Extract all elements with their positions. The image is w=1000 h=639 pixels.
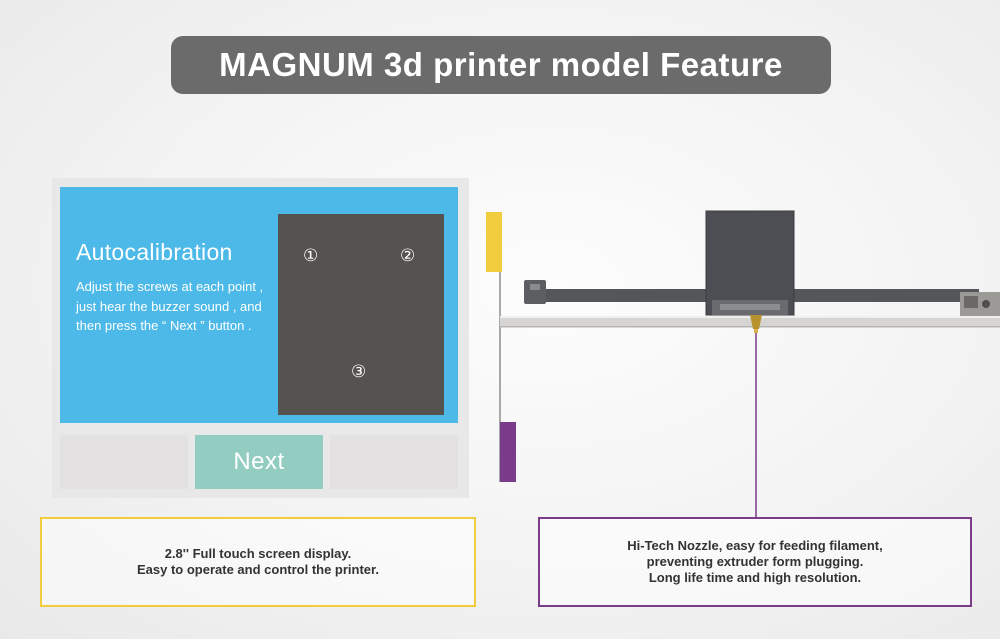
- calibration-point-2: ②: [400, 246, 416, 265]
- printer-illustration: [486, 210, 1000, 518]
- screen-left-button[interactable]: [60, 435, 188, 489]
- bed-diagram: ① ② ③: [278, 214, 444, 415]
- screen-caption-line-2: Easy to operate and control the printer.: [137, 562, 379, 577]
- touch-screen-display: Autocalibration Adjust the screws at eac…: [52, 178, 469, 498]
- calibration-point-3: ③: [351, 362, 367, 381]
- nozzle-caption-line-1: Hi-Tech Nozzle, easy for feeding filamen…: [627, 538, 883, 553]
- page-title: MAGNUM 3d printer model Feature: [171, 36, 831, 94]
- yellow-marker: [486, 212, 502, 272]
- nozzle-caption-line-2: preventing extruder form plugging.: [646, 554, 864, 569]
- rail-bar: [500, 317, 1000, 327]
- nozzle-caption-line-3: Long life time and high resolution.: [648, 570, 862, 585]
- nozzle-icon: [750, 315, 762, 329]
- screen-heading: Autocalibration: [76, 239, 233, 265]
- extruder-head: [705, 210, 795, 316]
- next-button[interactable]: Next: [195, 435, 323, 489]
- screen-instructions: Adjust the screws at each point , just h…: [76, 279, 264, 333]
- nozzle-caption: Hi-Tech Nozzle, easy for feeding filamen…: [538, 517, 972, 607]
- screen-right-button[interactable]: [330, 435, 458, 489]
- screen-caption-line-1: 2.8'' Full touch screen display.: [164, 546, 352, 561]
- calibration-point-1: ①: [303, 246, 319, 265]
- screen-content-panel: Autocalibration Adjust the screws at eac…: [60, 187, 458, 423]
- purple-marker: [500, 422, 516, 482]
- left-bracket: [524, 280, 546, 304]
- screen-caption: 2.8'' Full touch screen display. Easy to…: [40, 517, 476, 607]
